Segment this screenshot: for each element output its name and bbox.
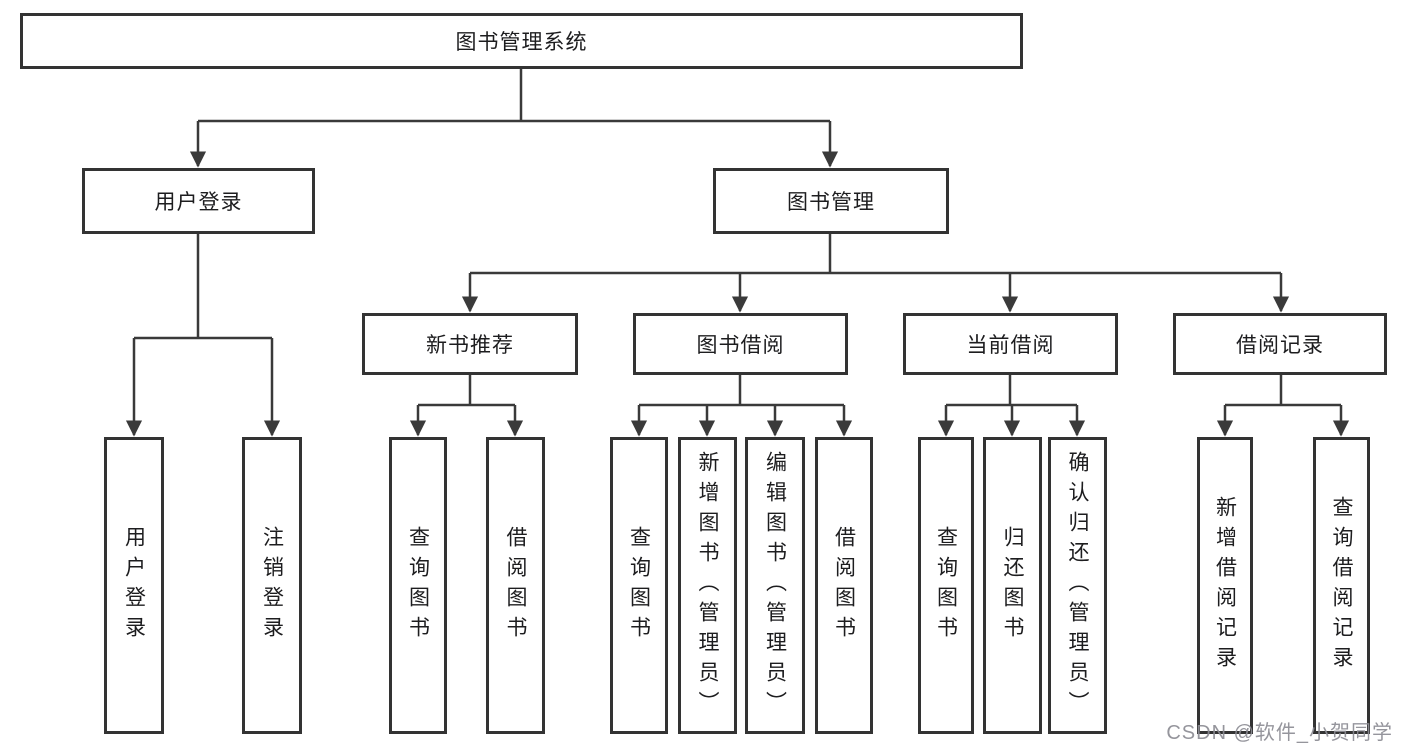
leaf-borrow-books-borrowing-label: 借阅图书 <box>832 525 856 646</box>
leaf-borrow-books-borrowing: 借阅图书 <box>815 437 873 734</box>
node-current-borrowing-label: 当前借阅 <box>966 334 1055 357</box>
leaf-add-borrow-record: 新增借阅记录 <box>1197 437 1253 734</box>
node-book-management-label: 图书管理 <box>787 191 875 214</box>
leaf-query-books-current-label: 查询图书 <box>934 525 958 646</box>
node-borrowing-records-label: 借阅记录 <box>1236 334 1324 357</box>
node-library-system: 图书管理系统 <box>20 13 1023 69</box>
leaf-confirm-return-admin-label: 确认归还（管理员） <box>1066 450 1089 721</box>
leaf-return-books-label: 归还图书 <box>1001 525 1024 646</box>
node-new-book-recommendation-label: 新书推荐 <box>426 334 514 357</box>
node-book-management: 图书管理 <box>713 168 949 234</box>
leaf-logout: 注销登录 <box>242 437 302 734</box>
node-book-borrowing-label: 图书借阅 <box>696 334 785 357</box>
leaf-query-books-borrowing: 查询图书 <box>610 437 668 734</box>
leaf-add-book-admin-label: 新增图书（管理员） <box>696 450 719 721</box>
leaf-user-login: 用户登录 <box>104 437 164 734</box>
csdn-watermark: CSDN @软件_小贺同学 <box>1166 722 1393 744</box>
leaf-user-login-label: 用户登录 <box>122 525 146 646</box>
node-new-book-recommendation: 新书推荐 <box>362 313 578 375</box>
leaf-query-books-recommend: 查询图书 <box>389 437 447 734</box>
leaf-query-borrow-record-label: 查询借阅记录 <box>1330 495 1353 676</box>
node-library-system-label: 图书管理系统 <box>455 31 588 54</box>
leaf-edit-book-admin-label: 编辑图书（管理员） <box>763 450 787 721</box>
leaf-query-books-recommend-label: 查询图书 <box>406 525 430 646</box>
leaf-confirm-return-admin: 确认归还（管理员） <box>1048 437 1107 734</box>
leaf-add-book-admin: 新增图书（管理员） <box>678 437 737 734</box>
node-user-login-label: 用户登录 <box>154 191 243 214</box>
leaf-edit-book-admin: 编辑图书（管理员） <box>745 437 805 734</box>
node-current-borrowing: 当前借阅 <box>903 313 1118 375</box>
node-book-borrowing: 图书借阅 <box>633 313 848 375</box>
leaf-logout-label: 注销登录 <box>260 525 284 646</box>
leaf-return-books: 归还图书 <box>983 437 1042 734</box>
leaf-query-books-borrowing-label: 查询图书 <box>627 525 651 646</box>
node-user-login: 用户登录 <box>82 168 315 234</box>
node-borrowing-records: 借阅记录 <box>1173 313 1387 375</box>
leaf-query-books-current: 查询图书 <box>918 437 974 734</box>
leaf-borrow-books-recommend: 借阅图书 <box>486 437 545 734</box>
leaf-query-borrow-record: 查询借阅记录 <box>1313 437 1370 734</box>
leaf-borrow-books-recommend-label: 借阅图书 <box>504 525 527 646</box>
leaf-add-borrow-record-label: 新增借阅记录 <box>1213 495 1237 676</box>
